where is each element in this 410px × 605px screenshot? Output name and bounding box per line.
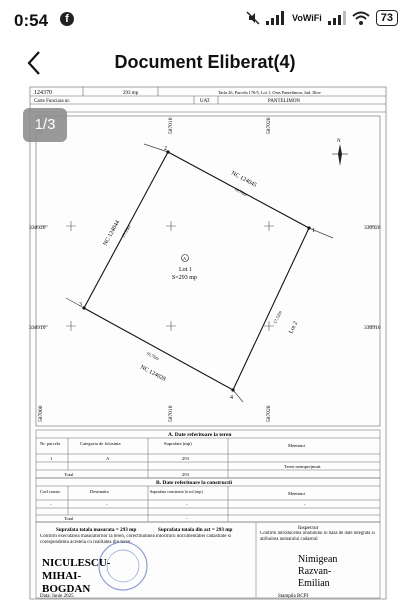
table-b-total-value: - (186, 516, 188, 521)
table-b-title: B. Date referitoare la constructii (156, 480, 232, 486)
carte-label: Carte Funciara nr. (34, 99, 70, 104)
table-a-header-3: Suprafata (mp) (164, 441, 192, 446)
signature-name-3: BOGDAN (42, 583, 90, 595)
facebook-icon: f (60, 12, 74, 26)
grid-right-1: 330920 (364, 225, 381, 231)
len-left-label: 17.53m (121, 224, 132, 239)
vertex-markers (82, 150, 311, 392)
document-page[interactable]: 124370 293 mp Tarla 26, Parcela 170/5, L… (28, 86, 388, 600)
lot-symbol-icon (181, 254, 189, 262)
north-arrow-icon: N (332, 139, 348, 166)
svg-text:N: N (337, 139, 341, 144)
wifi-icon (352, 11, 370, 25)
signal-icon (266, 11, 284, 25)
status-time: 0:54 (14, 11, 49, 30)
grid-bottom-3: 587020 (266, 405, 272, 422)
len-bottom-label: 16.76m (146, 350, 161, 361)
battery-icon: 73 (375, 10, 398, 26)
signal-icon-2 (327, 11, 346, 25)
doc-area: 293 mp (123, 91, 139, 96)
grid-left-2: 330910 (29, 325, 46, 331)
status-icons: VoWiFi 73 (246, 10, 398, 26)
lot-name: Lot 1 (179, 267, 192, 273)
inspector-title: Inspector (298, 525, 319, 531)
stamp-label: Stampila BCPI (278, 594, 308, 599)
signature-name-2: MIHAI- (42, 570, 81, 582)
vertex-label-4: 4 (230, 395, 233, 401)
table-a-total-value: 293 (182, 472, 190, 477)
table-a-title: A. Date referitoare la teren (168, 432, 231, 438)
lot-symbol: A (183, 256, 187, 261)
measured-area: Suprafata totala masurata = 293 mp (56, 527, 136, 533)
table-a-cell-4: Teren neimprejmuit. (284, 464, 321, 469)
grid-right-2: 330910 (364, 325, 381, 331)
table-b-header-1: Cod constr. (40, 489, 61, 494)
grid-top-2: 587010 (168, 117, 174, 134)
vowifi-indicator: VoWiFi (292, 12, 322, 23)
table-b-header-2: Destinatia (90, 489, 109, 494)
lot-1-polygon (83, 151, 310, 391)
table-a-header-1: Nr. parcela (40, 441, 60, 446)
page-title: Document Eliberat(4) (114, 52, 296, 72)
table-a-cell-2: A (106, 456, 110, 461)
table-b-cell-3: - (186, 502, 188, 507)
len-top-label: 16.76m (234, 186, 249, 197)
table-b-cell-4: - (304, 502, 306, 507)
back-arrow-icon[interactable] (20, 48, 50, 78)
grid-crosses (40, 221, 376, 331)
table-a-header-4: Mentiuni (288, 443, 306, 448)
table-b-total-label: Total (64, 516, 74, 521)
uat-value: PANTELIMON (268, 99, 300, 104)
table-b-header-3: Suprafata construita la sol (mp) (150, 489, 203, 494)
nc-left-label: NC 124044 (103, 220, 122, 247)
vertex-label-2: 2 (164, 146, 167, 152)
inspector-name-3: Emilian (298, 578, 330, 589)
app-bar: Document Eliberat(4) (0, 40, 410, 86)
status-bar: 0:54 f VoWiFi 73 (0, 0, 410, 40)
doc-number: 124370 (34, 90, 52, 96)
doc-date: Data: Iunie 2025 (40, 594, 74, 599)
nc-top-label: NC 124045 (230, 170, 257, 188)
table-a-header-2: Categoria de folosinta (80, 441, 121, 446)
footer-grid (35, 521, 381, 599)
vertex-label-3: 3 (79, 302, 82, 308)
table-a-total-label: Total (64, 472, 74, 477)
inspector-name-2: Razvan- (298, 566, 331, 577)
nc-bottom-label: NC 124028 (139, 364, 166, 382)
table-a-cell-3: 293 (182, 456, 190, 461)
uat-label: UAT (200, 99, 210, 104)
table-b-header-4: Mentiuni (288, 491, 306, 496)
lot-area: S=293 mp (172, 275, 197, 281)
confirm-text-box: Confirm executarea masuratorilor la tere… (40, 534, 232, 545)
mute-icon (246, 11, 260, 25)
len-right-label: 17.52m (272, 310, 283, 325)
confirm-text: Confirm executarea masuratorilor la tere… (40, 534, 232, 545)
doc-address: Tarla 26, Parcela 170/5, Lot 1, Oras Pan… (218, 90, 322, 96)
inspector-text: Confirm introducerea imobilului in baza … (260, 531, 375, 542)
lot2-label: Lot 2 (288, 321, 299, 335)
signature-name-1: NICULESCU- (42, 557, 111, 569)
table-b-cell-2: - (106, 502, 108, 507)
grid-top-3: 587020 (266, 117, 272, 134)
table-a-cell-1: 1 (50, 456, 53, 461)
grid-bottom-2: 587010 (168, 405, 174, 422)
act-area: Suprafata totala din act = 293 mp (158, 527, 233, 533)
inspector-text-box: Confirm introducerea imobilului in baza … (260, 531, 375, 542)
vertex-label-1: 1 (312, 228, 315, 234)
surveyor-stamp (98, 541, 148, 591)
grid-bottom-1: 587000 (38, 405, 44, 422)
grid-left-1: 330920 (29, 225, 46, 231)
page-indicator: 1/3 (23, 108, 67, 142)
table-b-cell-1: - (50, 502, 52, 507)
inspector-name-1: Nimigean (298, 554, 337, 565)
document-svg: 124370 293 mp Tarla 26, Parcela 170/5, L… (29, 86, 387, 600)
